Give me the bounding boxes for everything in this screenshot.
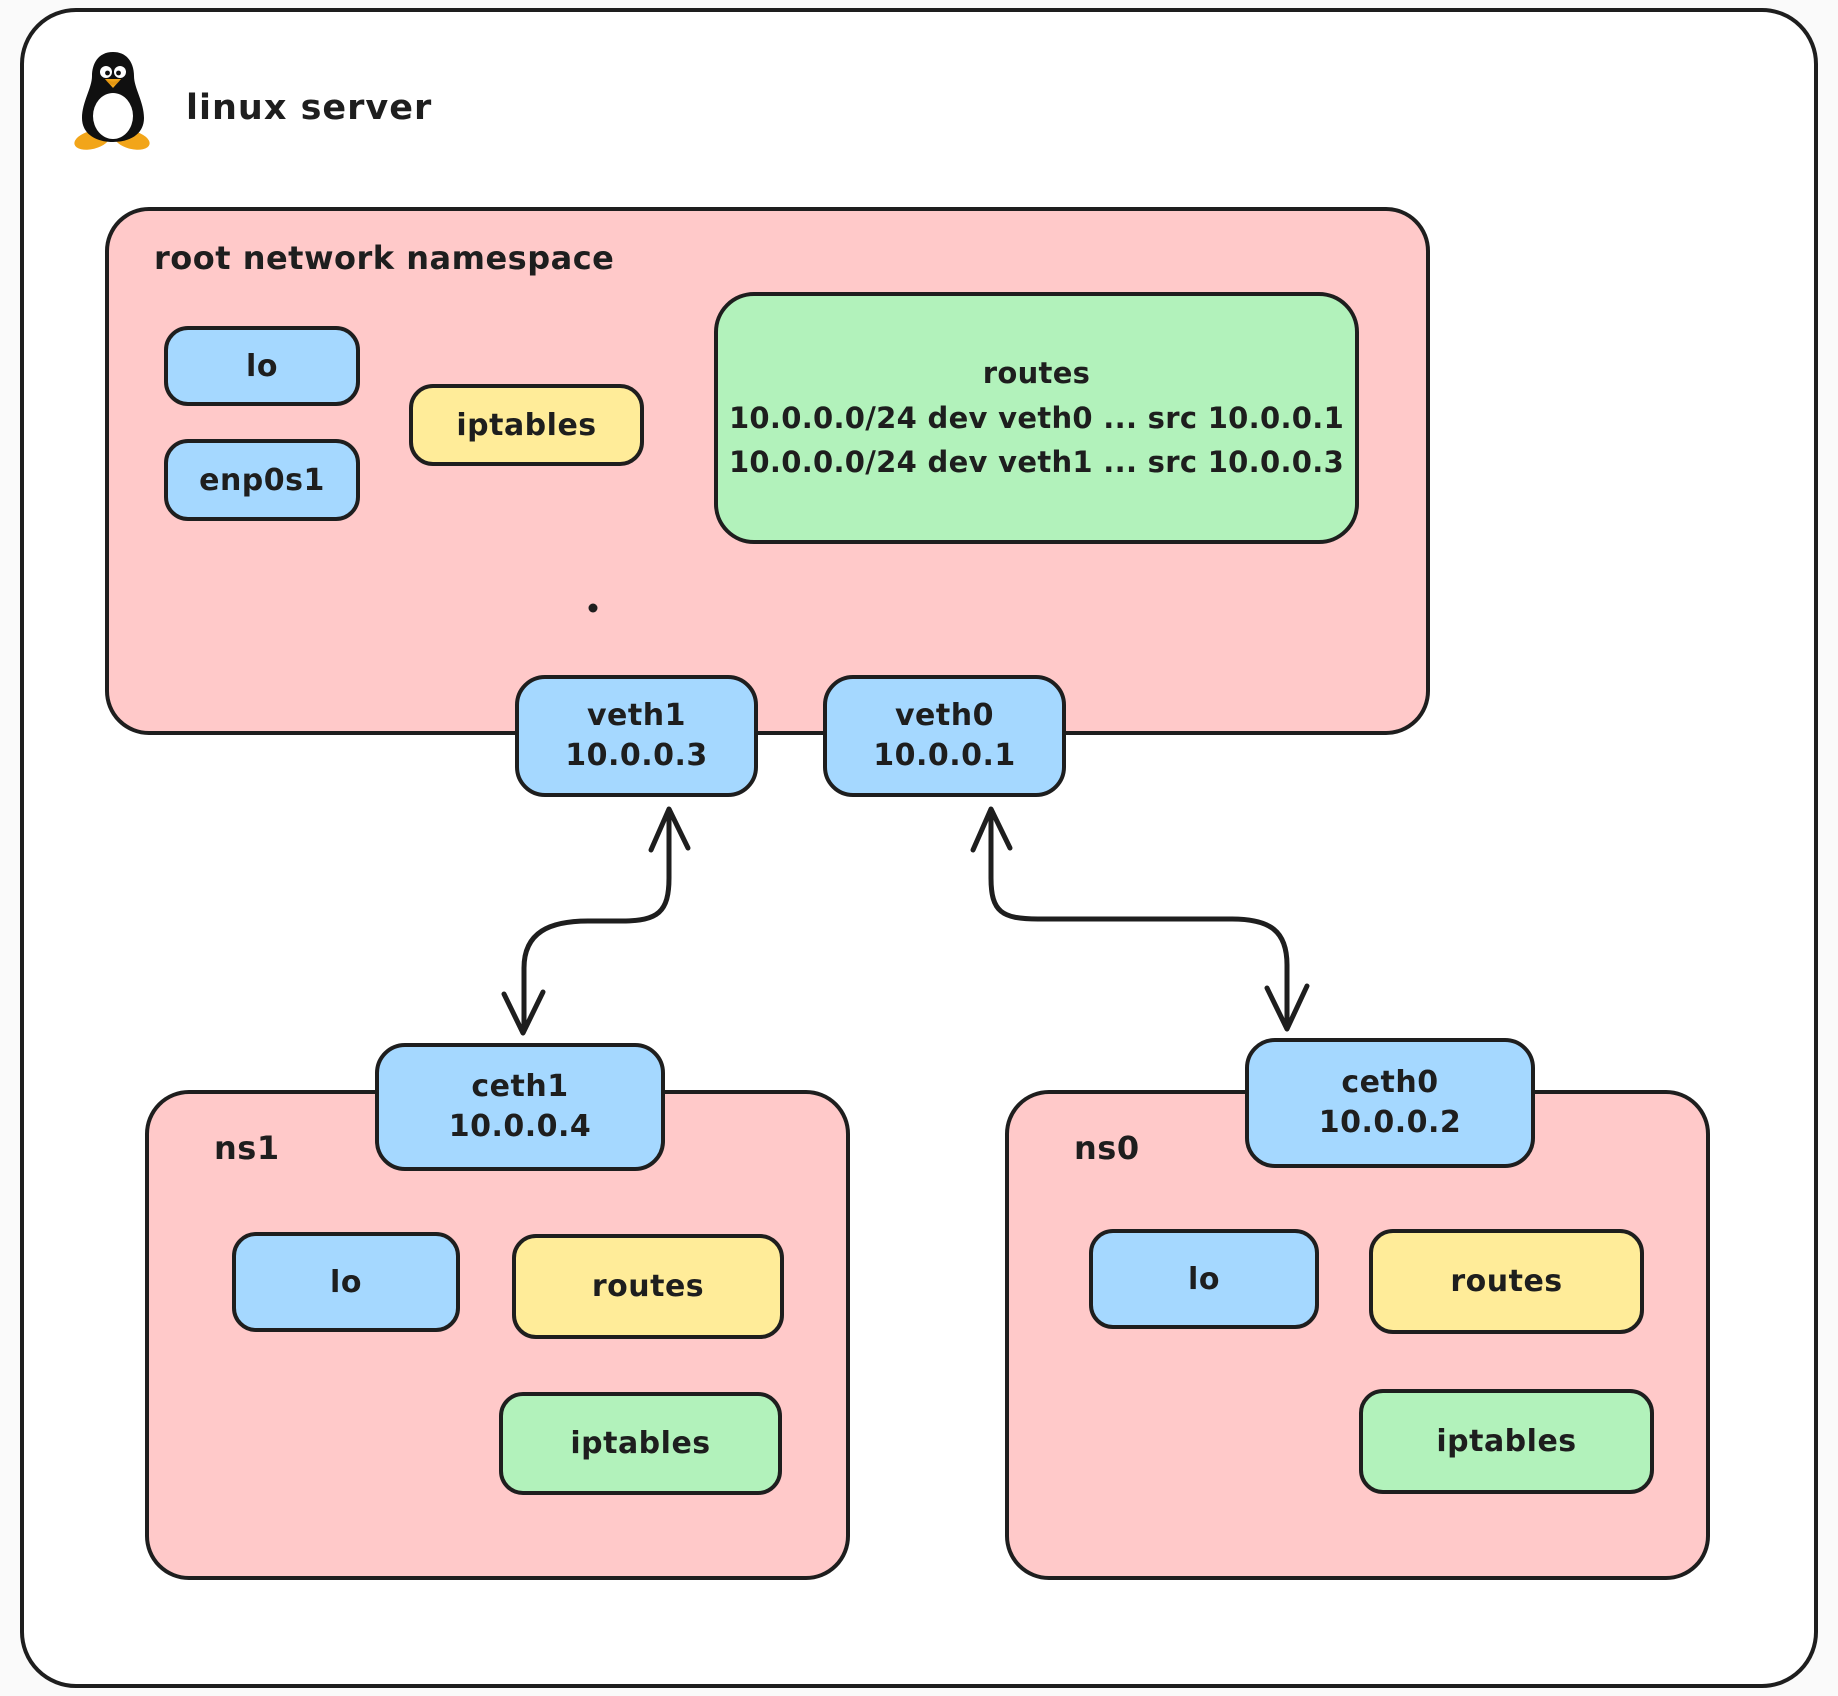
node-enp0s1: enp0s1 [164, 439, 360, 521]
routes-title: routes [982, 355, 1091, 390]
routes-entry-2: 10.0.0.0/24 dev veth1 ... src 10.0.0.3 [728, 445, 1345, 480]
node-ceth0: ceth0 10.0.0.2 [1245, 1038, 1535, 1168]
root-namespace-box: root network namespace lo enp0s1 iptable… [105, 207, 1430, 735]
veth1-name: veth1 [587, 698, 686, 734]
tux-penguin-icon [74, 52, 150, 150]
ns1-box: ns1 lo routes iptables [145, 1090, 850, 1580]
node-routes-ns1: routes [512, 1234, 784, 1339]
node-veth0: veth0 10.0.0.1 [823, 675, 1066, 797]
node-ceth1: ceth1 10.0.0.4 [375, 1043, 665, 1171]
ceth1-ip: 10.0.0.4 [448, 1109, 592, 1144]
ceth1-name: ceth1 [471, 1069, 569, 1105]
node-routes-ns1-label: routes [591, 1269, 705, 1304]
node-lo-root-label: lo [246, 348, 278, 384]
node-lo-ns0: lo [1089, 1229, 1319, 1329]
ns0-label: ns0 [1074, 1129, 1140, 1167]
node-iptables-root-label: iptables [456, 407, 597, 443]
routes-entry-1: 10.0.0.0/24 dev veth0 ... src 10.0.0.1 [728, 400, 1345, 435]
node-iptables-ns1-label: iptables [570, 1426, 711, 1461]
node-veth1: veth1 10.0.0.3 [515, 675, 758, 797]
ceth0-ip: 10.0.0.2 [1318, 1105, 1462, 1140]
node-routes-ns0: routes [1369, 1229, 1644, 1334]
ns1-label: ns1 [214, 1129, 280, 1167]
ceth0-name: ceth0 [1341, 1065, 1439, 1101]
node-lo-ns1: lo [232, 1232, 460, 1332]
node-lo-ns0-label: lo [1188, 1261, 1220, 1297]
veth1-ip: 10.0.0.3 [565, 738, 708, 773]
node-enp0s1-label: enp0s1 [199, 462, 325, 498]
node-iptables-ns1: iptables [499, 1392, 782, 1495]
node-lo-ns1-label: lo [330, 1264, 362, 1300]
node-routes-ns0-label: routes [1450, 1264, 1563, 1299]
veth0-ip: 10.0.0.1 [873, 738, 1016, 773]
node-iptables-root: iptables [409, 384, 644, 466]
node-lo-root: lo [164, 326, 360, 406]
ns0-box: ns0 lo routes iptables [1005, 1090, 1710, 1580]
routes-box-root: routes 10.0.0.0/24 dev veth0 ... src 10.… [714, 292, 1359, 544]
node-iptables-ns0: iptables [1359, 1389, 1654, 1494]
node-iptables-ns0-label: iptables [1436, 1424, 1577, 1459]
veth0-name: veth0 [895, 698, 994, 734]
root-namespace-label: root network namespace [154, 239, 615, 277]
page-title: linux server [186, 88, 433, 128]
